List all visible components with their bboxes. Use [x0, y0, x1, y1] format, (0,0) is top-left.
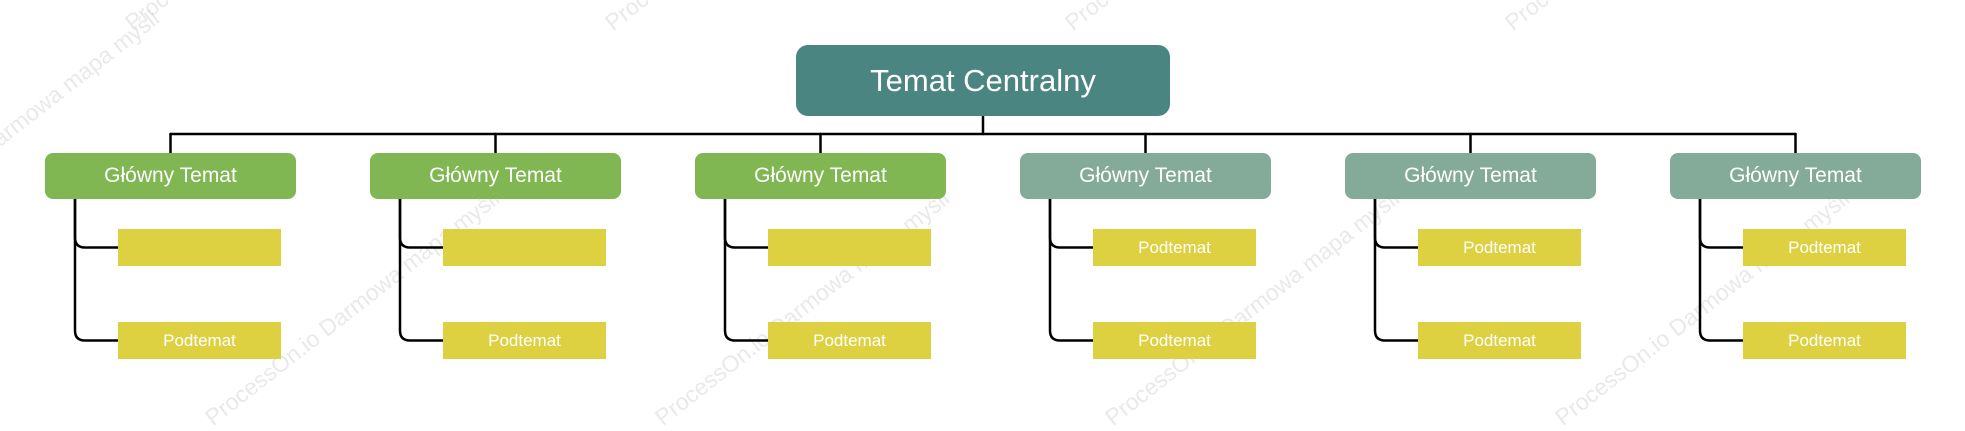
subtopic-3-2[interactable]: Podtemat — [768, 322, 931, 359]
main-topic-5[interactable]: Główny Temat — [1345, 153, 1596, 199]
subtopic-2-1[interactable] — [443, 229, 606, 266]
watermark: ProcessOn.io Darmowa mapa myśli — [200, 184, 505, 431]
subtopic-6-1[interactable]: Podtemat — [1743, 229, 1906, 266]
main-topic-4[interactable]: Główny Temat — [1020, 153, 1271, 199]
subtopic-connector — [398, 197, 445, 342]
subtopic-1-1[interactable] — [118, 229, 281, 266]
watermark: ProcessOn.io Darmowa mapa myśli — [1550, 184, 1855, 431]
subtopic-1-2[interactable]: Podtemat — [118, 322, 281, 359]
watermark: ProcessOn.io Darmowa mapa myśli — [600, 0, 905, 36]
subtopic-3-1[interactable] — [768, 229, 931, 266]
subtopic-4-1[interactable]: Podtemat — [1093, 229, 1256, 266]
subtopic-connector — [1698, 197, 1745, 342]
watermark: ProcessOn.io Darmowa mapa myśli — [1500, 0, 1805, 36]
subtopic-connector — [1698, 197, 1745, 249]
main-topic-2[interactable]: Główny Temat — [370, 153, 621, 199]
subtopic-connector — [723, 197, 770, 249]
subtopic-5-2[interactable]: Podtemat — [1418, 322, 1581, 359]
watermark: ProcessOn.io Darmowa mapa myśli — [1060, 0, 1365, 36]
subtopic-connector — [1373, 197, 1420, 342]
watermark: ProcessOn.io Darmowa mapa myśli — [0, 4, 165, 251]
subtopic-2-2[interactable]: Podtemat — [443, 322, 606, 359]
main-topic-1[interactable]: Główny Temat — [45, 153, 296, 199]
main-topic-6[interactable]: Główny Temat — [1670, 153, 1921, 199]
watermark: ProcessOn.io Darmowa mapa myśli — [1100, 184, 1405, 431]
subtopic-connector — [73, 197, 120, 249]
watermark: ProcessOn.io Darmowa mapa myśli — [120, 0, 425, 36]
subtopic-connector — [723, 197, 770, 342]
subtopic-connector — [73, 197, 120, 342]
main-topic-3[interactable]: Główny Temat — [695, 153, 946, 199]
watermark: ProcessOn.io Darmowa mapa myśli — [650, 184, 955, 431]
subtopic-4-2[interactable]: Podtemat — [1093, 322, 1256, 359]
subtopic-connector — [1373, 197, 1420, 249]
central-topic[interactable]: Temat Centralny — [796, 45, 1170, 116]
subtopic-connector — [398, 197, 445, 249]
subtopic-5-1[interactable]: Podtemat — [1418, 229, 1581, 266]
subtopic-connector — [1048, 197, 1095, 342]
subtopic-6-2[interactable]: Podtemat — [1743, 322, 1906, 359]
subtopic-connector — [1048, 197, 1095, 249]
